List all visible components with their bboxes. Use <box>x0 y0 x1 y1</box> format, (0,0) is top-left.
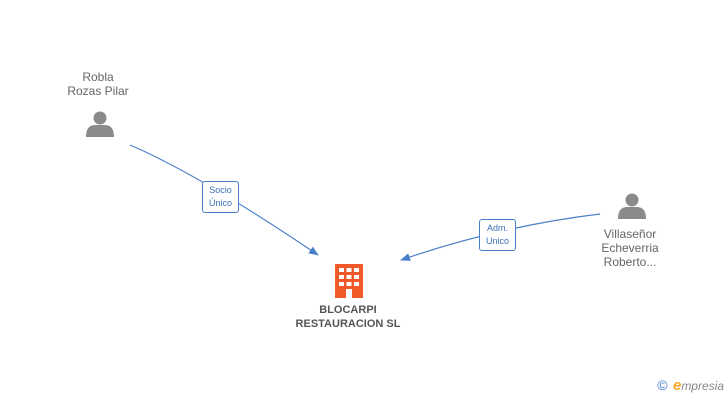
brand-name: mpresia <box>681 379 724 393</box>
person-icon[interactable] <box>86 111 114 138</box>
relation-box-adm-unico[interactable]: Adm. Unico <box>479 219 517 251</box>
person-label-robla[interactable]: Robla Rozas Pilar <box>67 70 128 98</box>
person-name-line: Rozas Pilar <box>67 84 129 98</box>
relation-label-line: Adm. <box>487 223 509 233</box>
person-icon[interactable] <box>618 193 646 220</box>
person-label-villasenor[interactable]: Villaseñor Echeverria Roberto... <box>601 227 658 269</box>
person-name-line: Roberto... <box>603 255 657 269</box>
person-name-line: Robla <box>82 70 114 84</box>
copyright-icon: © <box>657 377 668 393</box>
relation-label-line: Único <box>209 198 233 208</box>
company-label[interactable]: BLOCARPI RESTAURACION SL <box>296 303 401 331</box>
relation-box-socio-unico[interactable]: Socio Único <box>202 181 240 213</box>
company-name-line: BLOCARPI <box>319 304 377 316</box>
brand-logo[interactable]: © empresia <box>657 377 724 394</box>
person-name-line: Echeverria <box>601 241 659 255</box>
brand-initial: e <box>672 377 682 394</box>
relation-label-line: Socio <box>209 185 232 195</box>
building-icon[interactable] <box>335 264 363 298</box>
relation-label-line: Unico <box>486 236 510 246</box>
company-name-line: RESTAURACION SL <box>295 318 401 330</box>
person-name-line: Villaseñor <box>603 227 657 241</box>
